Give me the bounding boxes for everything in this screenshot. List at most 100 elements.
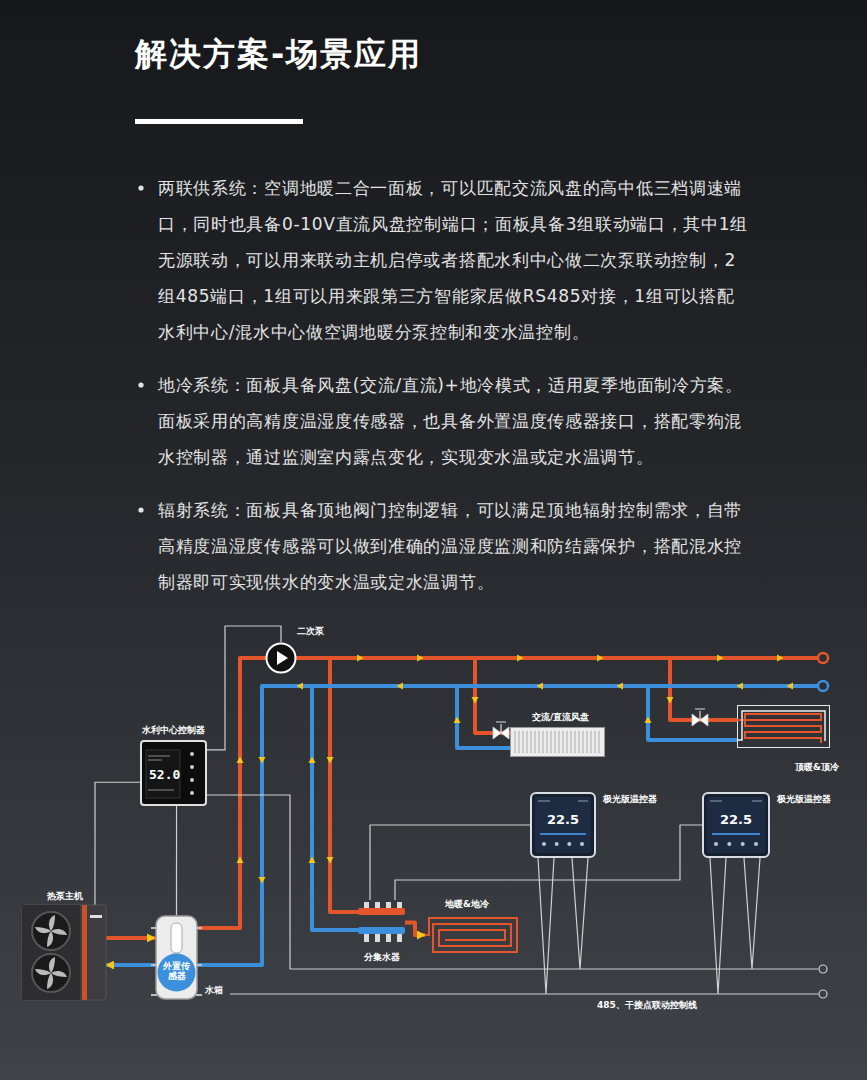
manifold-bar [358,927,405,934]
bullet-list: 两联供系统：空调地暖二合一面板，可以匹配交流风盘的高中低三档调速端口，同时也具备… [158,170,750,617]
flow-chevron [717,655,724,662]
bullet-dot [138,382,143,387]
control-wire [207,795,818,969]
floor-coil-outline [425,915,520,955]
tank-port [151,928,202,995]
bullet-item: 两联供系统：空调地暖二合一面板，可以匹配交流风盘的高中低三档调速端口，同时也具备… [158,170,750,350]
fan-coil: 交流/直流风盘 [510,727,605,757]
fan-blade [49,915,55,931]
grille-line [535,731,536,753]
pipe-end [818,653,828,663]
return-pipe [457,686,510,748]
bullet-text: 两联供系统：空调地暖二合一面板，可以匹配交流风盘的高中低三档调速端口，同时也具备… [158,170,750,350]
bullet-text: 地冷系统：面板具备风盘(交流/直流)+地冷模式，适用夏季地面制冷方案。面板采用的… [158,367,750,475]
flow-chevron [472,697,479,704]
grille-line [551,731,552,753]
grille-line [567,731,568,753]
flow-chevron [787,683,794,690]
screen-slider [712,833,760,835]
heat-pump-body [22,905,106,1000]
node-label: 二次泵 [297,626,324,637]
display-value: 22.5 [702,812,770,828]
fan-coil-body [511,728,605,757]
water-tank: 水箱外置传感器 [155,915,198,1000]
wire-end [819,990,827,998]
pump-symbol-outline [265,642,297,674]
heat-pump-badge [90,915,102,918]
grille-line [575,731,576,753]
manifold-valve [386,902,391,908]
fan-blade [51,929,67,935]
title-underline [135,119,303,124]
flow-chevron [309,757,316,764]
flow-chevron [357,655,364,662]
flow-chevron [297,683,304,690]
heat-pump-panel [22,905,80,1000]
node-label: 极光版温控器 [777,794,831,805]
screen-icon [567,842,571,846]
screen-icon [580,842,584,846]
grille-line [571,731,572,753]
bullet-text: 辐射系统：面板具备顶地阀门控制逻辑，可以满足顶地辐射控制需求，自带高精度温湿度传… [158,492,750,600]
return-pipe [312,686,358,930]
controller-button [190,791,194,795]
grille-line [531,731,532,753]
supply-pipe [198,658,818,928]
flow-chevron [397,683,404,690]
bullet-item: 辐射系统：面板具备顶地阀门控制逻辑，可以满足顶地辐射控制需求，自带高精度温湿度传… [158,492,750,600]
fan-ring [32,912,70,950]
pump-triangle [277,651,288,665]
fan-ring [32,954,70,992]
fan-blade [47,931,53,947]
node-label: 交流/直流风盘 [532,712,589,723]
flow-chevron [309,857,316,864]
flow-chevron [327,757,334,764]
grille-line [583,731,584,753]
pipe-end [818,681,828,691]
grille-line [515,731,516,753]
fan-blade [35,969,51,975]
manifold-valve [375,934,380,942]
pump-symbol: 二次泵 [265,642,297,674]
heat-pump-stripe [82,905,87,1000]
control-wire [538,858,588,994]
flow-chevron [737,683,744,690]
ceiling-frame [738,706,830,748]
grille-line [595,731,596,753]
thermostat-body [531,793,595,857]
pipe-connector [106,936,155,940]
manifold-valve [386,934,391,942]
node-label: 顶暖&顶冷 [795,762,839,773]
control-wire [207,626,281,750]
thermostat-body [703,793,769,857]
grille-line [563,731,564,753]
flow-chevron [237,757,244,764]
coil-line [737,714,821,743]
bullet-dot [138,507,143,512]
manifold-valve [375,902,380,908]
manifold-valve [397,902,402,908]
pipe-connector [405,923,425,936]
flow-chevron [259,877,266,884]
screen-status [710,801,762,802]
node-label: 水利中心控制器 [142,725,205,736]
ceiling-coil-outline [737,705,830,748]
controller-button [190,752,194,756]
floor-coil: 地暖&地冷 [425,915,520,955]
bullet-dot [138,185,143,190]
control-wire [370,825,530,900]
bullet-item: 地冷系统：面板具备风盘(交流/直流)+地冷模式，适用夏季地面制冷方案。面板采用的… [158,367,750,475]
display-value: 52.0 [149,767,180,783]
node-label: 热泵主机 [47,891,83,902]
thermostat-panel: 极光版温控器22.5 [530,792,596,858]
fan-blade [49,957,55,973]
fan-blade [47,973,53,989]
grille-line [559,731,560,753]
screen-icon [727,842,731,846]
bullet-dot [137,506,145,514]
screen-icon [741,842,745,846]
return-pipe [198,686,818,965]
screen-icon [754,842,758,846]
node-label: 水箱 [205,985,223,996]
heat-pump-outline [22,905,106,1000]
